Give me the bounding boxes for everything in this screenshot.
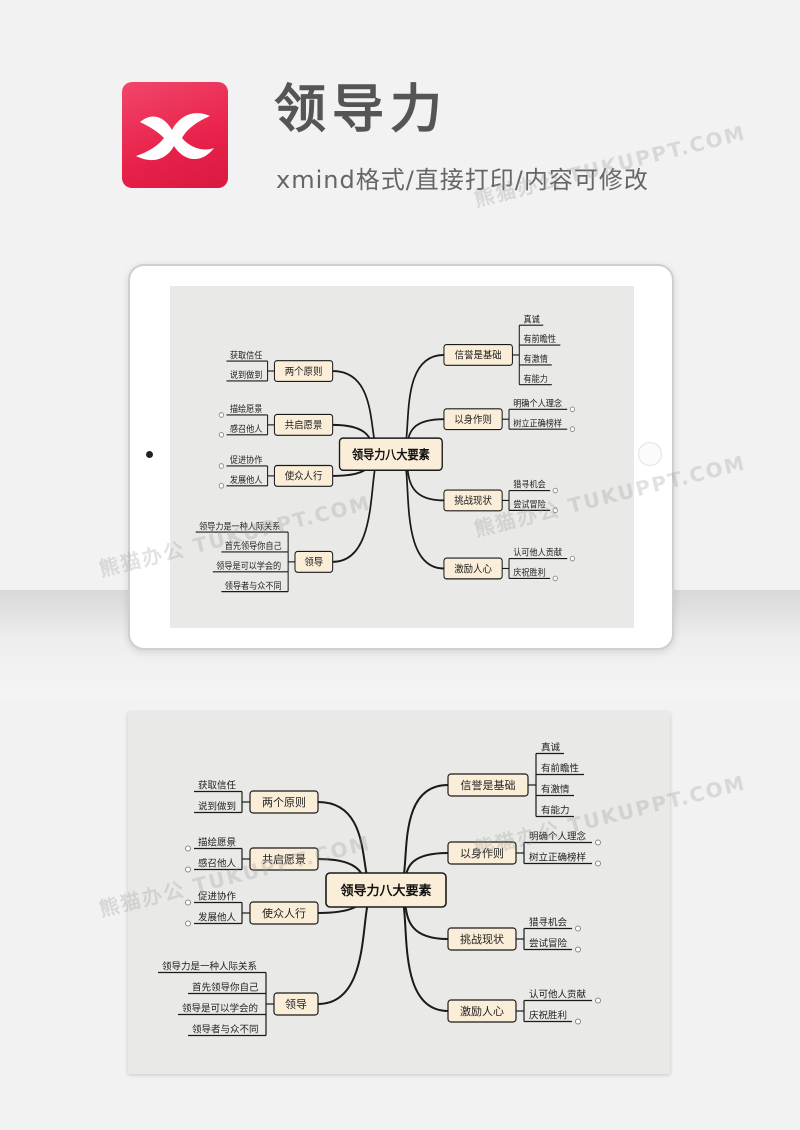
- branch-node-box: [273, 360, 334, 382]
- branch-node-label: 共启愿景: [262, 853, 306, 866]
- collapse-dot-icon: [575, 946, 581, 953]
- child-node-label: 领导者与众不同: [192, 1024, 259, 1036]
- collapse-dot-icon: [218, 463, 224, 469]
- child-node-label: 领导者与众不同: [225, 579, 282, 592]
- child-node-label: 获取信任: [230, 349, 263, 362]
- collapse-dot-icon: [569, 426, 575, 432]
- central-topic-box: [325, 872, 447, 908]
- collapse-dot-icon: [185, 866, 191, 873]
- collapse-dot-icon: [595, 839, 601, 846]
- branch-node-label: 领导: [304, 555, 323, 569]
- collapse-dot-icon: [185, 899, 191, 906]
- tablet-home-button: [638, 442, 662, 466]
- child-node-label: 说到做到: [198, 801, 236, 813]
- branch-node-label: 激励人心: [460, 1004, 504, 1018]
- branch-node-label: 以身作则: [460, 846, 504, 860]
- collapse-dot-icon: [218, 431, 224, 438]
- child-node-label: 领导是可以学会的: [216, 560, 281, 573]
- child-node-label: 猎寻机会: [529, 917, 568, 929]
- child-node-label: 有激情: [541, 784, 570, 796]
- collapse-dot-icon: [575, 925, 581, 932]
- page-title: 领导力: [274, 80, 449, 140]
- collapse-dot-icon: [552, 575, 558, 582]
- child-node-label: 描绘愿景: [198, 837, 236, 849]
- child-node-label: 庆祝胜利: [513, 566, 545, 579]
- child-node-label: 促进协作: [198, 891, 237, 903]
- child-node-label: 庆祝胜利: [529, 1010, 567, 1022]
- branch-node-label: 激励人心: [454, 562, 492, 576]
- child-node-label: 有能力: [524, 372, 548, 385]
- collapse-dot-icon: [552, 487, 558, 494]
- central-topic-label: 领导力八大要素: [340, 883, 431, 899]
- child-node-label: 认可他人贡献: [529, 989, 587, 1001]
- central-topic-box: [338, 437, 443, 471]
- child-node-label: 发展他人: [230, 474, 263, 487]
- child-node-label: 首先领导你自己: [192, 982, 259, 994]
- child-node-label: 发展他人: [198, 912, 237, 924]
- child-node-label: 真诚: [541, 742, 561, 754]
- child-node-label: 认可他人贡献: [513, 546, 562, 559]
- branch-node-label: 领导: [285, 998, 307, 1011]
- child-node-label: 感召他人: [230, 423, 263, 436]
- child-node-label: 促进协作: [230, 454, 263, 467]
- child-node-label: 领导力是一种人际关系: [199, 520, 280, 533]
- child-node-label: 明确个人理念: [513, 397, 562, 410]
- xmind-logo: [122, 82, 228, 188]
- collapse-dot-icon: [185, 920, 191, 927]
- branch-node-label: 以身作则: [454, 413, 492, 427]
- xmind-x-icon: [136, 113, 214, 161]
- child-node-label: 树立正确榜样: [529, 852, 586, 864]
- tablet-camera: [146, 451, 153, 458]
- branch-node-label: 两个原则: [262, 796, 306, 809]
- collapse-dot-icon: [552, 507, 558, 514]
- tablet-screen: 信誉是基础 真诚有前瞻性有激情有能力以身作则 明确个人理念树立正确榜样挑战现状 猎寻机…: [170, 286, 634, 628]
- child-node-label: 尝试冒险: [513, 498, 546, 511]
- branch-node-label: 挑战现状: [460, 932, 504, 946]
- branch-node-box: [273, 464, 334, 487]
- child-node-label: 有前瞻性: [541, 763, 580, 775]
- child-node-label: 猎寻机会: [513, 478, 546, 491]
- collapse-dot-icon: [569, 406, 575, 413]
- tablet-frame: 信誉是基础 真诚有前瞻性有激情有能力以身作则 明确个人理念树立正确榜样挑战现状 猎寻机…: [128, 264, 674, 650]
- collapse-dot-icon: [218, 482, 224, 489]
- child-node-label: 领导力是一种人际关系: [162, 961, 257, 973]
- central-topic-label: 领导力八大要素: [351, 447, 430, 462]
- collapse-dot-icon: [595, 860, 601, 867]
- child-node-label: 说到做到: [230, 369, 262, 382]
- child-node-label: 有能力: [541, 805, 570, 817]
- collapse-dot-icon: [185, 845, 191, 852]
- child-node-label: 感召他人: [198, 858, 237, 870]
- branch-node-label: 两个原则: [285, 364, 323, 378]
- branch-node-label: 使众人行: [262, 907, 306, 920]
- child-node-label: 描绘愿景: [230, 403, 263, 416]
- child-node-label: 有激情: [524, 353, 549, 366]
- branch-node-label: 信誉是基础: [461, 778, 516, 792]
- collapse-dot-icon: [218, 412, 224, 418]
- branch-node-label: 使众人行: [285, 469, 323, 483]
- branch-node-label: 信誉是基础: [455, 348, 502, 362]
- branch-node-label: 共启愿景: [285, 418, 323, 432]
- collapse-dot-icon: [595, 997, 601, 1004]
- branch-node-label: 挑战现状: [454, 494, 492, 508]
- child-node-label: 明确个人理念: [529, 831, 587, 843]
- child-node-label: 有前瞻性: [524, 333, 557, 346]
- child-node-label: 尝试冒险: [529, 938, 568, 950]
- collapse-dot-icon: [569, 555, 575, 562]
- child-node-label: 树立正确榜样: [513, 417, 562, 430]
- child-node-label: 真诚: [524, 313, 541, 326]
- child-node-label: 首先领导你自己: [225, 540, 282, 553]
- child-node-label: 获取信任: [198, 780, 237, 792]
- mindmap-paper: 信誉是基础 真诚有前瞻性有激情有能力以身作则 明确个人理念树立正确榜样挑战现状 猎寻机…: [128, 712, 670, 1074]
- page-subtitle: xmind格式/直接打印/内容可修改: [276, 166, 649, 194]
- child-node-label: 领导是可以学会的: [182, 1003, 258, 1015]
- branch-node-box: [273, 413, 334, 436]
- collapse-dot-icon: [575, 1018, 581, 1025]
